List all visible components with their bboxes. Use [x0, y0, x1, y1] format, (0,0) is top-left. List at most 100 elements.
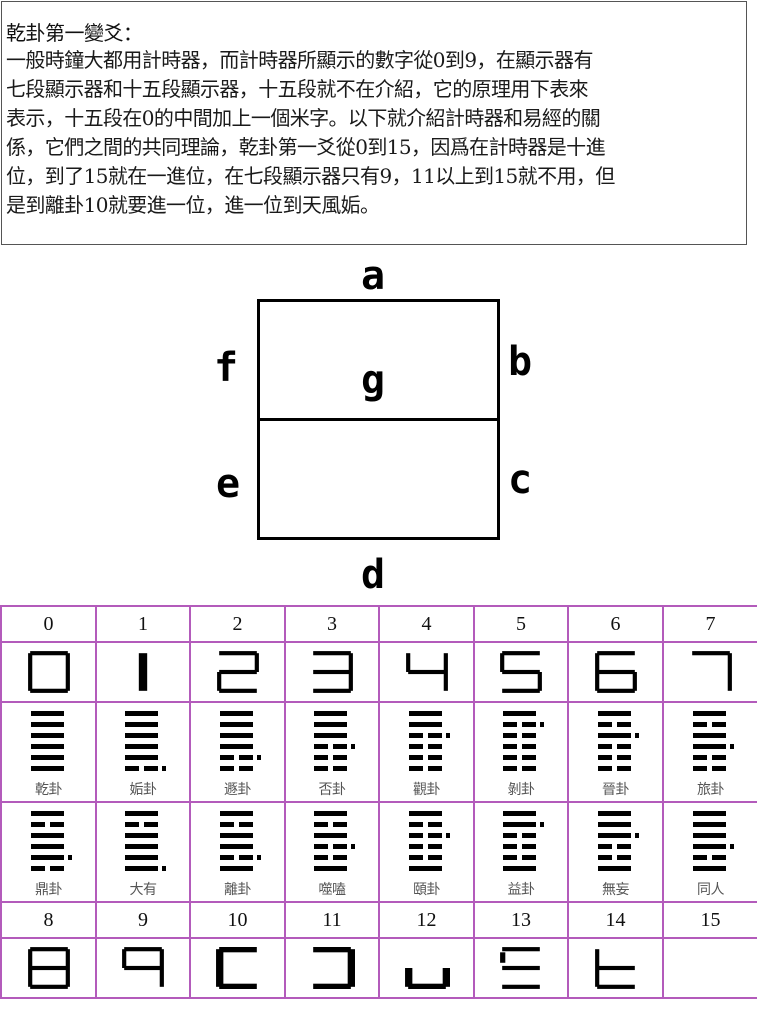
hexagram-icon — [491, 711, 551, 777]
seven-segment-digit-icon — [313, 651, 353, 693]
seven-segment-diagram: a b c d e f g — [200, 250, 560, 605]
hexagram-cell: 觀卦 — [378, 701, 475, 803]
hexagram-icon — [302, 811, 362, 877]
hexagram-icon — [302, 711, 362, 777]
seven-segment-digit-icon — [313, 947, 355, 989]
intro-line: 位，到了15就在一進位，在七段顯示器只有9，11以上到15就不用，但 — [6, 164, 615, 188]
hexagram-cell: 無妄 — [567, 801, 664, 903]
seven-segment-digit-icon — [688, 947, 734, 989]
hexagram-row-2: 鼎卦大有離卦噬嗑頤卦益卦無妄同人 — [0, 801, 757, 903]
intro-line: 表示，十五段在0的中間加上一個米字。以下就介紹計時器和易經的關 — [6, 106, 601, 130]
hexagram-name: 益卦 — [507, 882, 536, 898]
changing-line-dot-icon — [729, 844, 734, 849]
segment-display-cell — [0, 937, 97, 999]
lower-segment-box — [257, 418, 500, 540]
segment-display-cell — [284, 641, 380, 703]
changing-line-dot-icon — [729, 744, 734, 749]
number-cell: 6 — [567, 605, 664, 643]
bottom-digit-row — [0, 937, 757, 999]
seven-segment-digit-icon — [405, 653, 448, 691]
segment-display-cell — [378, 937, 475, 999]
hexagram-name: 遯卦 — [224, 782, 252, 798]
changing-line-dot-icon — [351, 844, 355, 849]
hexagram-icon — [586, 811, 646, 877]
seven-segment-digit-icon — [122, 947, 164, 987]
hexagram-name: 大有 — [129, 882, 158, 898]
seven-segment-digit-icon — [594, 949, 635, 989]
changing-line-dot-icon — [445, 733, 450, 738]
hexagram-icon — [19, 811, 79, 877]
segment-label-g: g — [361, 357, 386, 403]
segment-display-cell — [284, 937, 380, 999]
seven-segment-digit-icon — [27, 947, 70, 989]
number-cell: 12 — [378, 901, 475, 939]
hexagram-icon — [208, 811, 268, 877]
changing-line-dot-icon — [67, 855, 72, 860]
hexagram-cell: 益卦 — [473, 801, 569, 903]
changing-line-dot-icon — [445, 833, 450, 838]
top-digit-row — [0, 641, 757, 703]
number-cell: 7 — [662, 605, 757, 643]
hexagram-cell: 乾卦 — [0, 701, 97, 803]
hexagram-icon — [397, 711, 457, 777]
intro-line: 是到離卦10就要進一位，進一位到天風姤。 — [6, 193, 380, 217]
hexagram-icon — [397, 811, 457, 877]
segment-display-cell — [473, 641, 569, 703]
segment-display-cell — [473, 937, 569, 999]
changing-line-dot-icon — [256, 755, 261, 760]
hexagram-name: 旅卦 — [697, 782, 725, 798]
changing-line-dot-icon — [162, 766, 166, 771]
segment-label-c: c — [508, 457, 533, 503]
hexagram-icon — [681, 711, 741, 777]
number-cell: 4 — [378, 605, 475, 643]
segment-display-cell — [0, 641, 97, 703]
hexagram-cell: 噬嗑 — [284, 801, 380, 903]
changing-line-dot-icon — [162, 866, 166, 871]
intro-text-box: 乾卦第一變爻： 一般時鐘大都用計時器，而計時器所顯示的數字從0到9，在顯示器有 … — [1, 1, 747, 245]
hexagram-name: 鼎卦 — [35, 882, 63, 898]
hexagram-name: 否卦 — [318, 782, 347, 798]
segment-label-a: a — [361, 253, 386, 299]
number-cell: 10 — [189, 901, 286, 939]
hexagram-icon — [19, 711, 79, 777]
hexagram-cell: 遯卦 — [189, 701, 286, 803]
changing-line-dot-icon — [634, 733, 639, 738]
changing-line-dot-icon — [634, 833, 639, 838]
number-cell: 13 — [473, 901, 569, 939]
seven-segment-digit-icon — [691, 651, 732, 691]
hexagram-name: 乾卦 — [35, 782, 63, 798]
changing-line-dot-icon — [351, 744, 355, 749]
hexagram-cell: 晉卦 — [567, 701, 664, 803]
seven-segment-digit-icon — [215, 947, 257, 989]
seven-segment-digit-icon — [216, 651, 259, 693]
hexagram-name: 噬嗑 — [318, 882, 347, 898]
seven-segment-digit-icon — [594, 651, 637, 693]
changing-line-dot-icon — [256, 855, 261, 860]
changing-line-dot-icon — [540, 822, 544, 827]
number-cell: 8 — [0, 901, 97, 939]
number-cell: 3 — [284, 605, 380, 643]
segment-display-cell — [378, 641, 475, 703]
hexagram-cell: 同人 — [662, 801, 757, 903]
number-cell: 14 — [567, 901, 664, 939]
seven-segment-digit-icon — [404, 968, 450, 989]
number-cell: 11 — [284, 901, 380, 939]
hexagram-icon — [113, 811, 173, 877]
hexagram-cell: 旅卦 — [662, 701, 757, 803]
hexagram-cell: 頤卦 — [378, 801, 475, 903]
intro-line: 七段顯示器和十五段顯示器，十五段就不在介紹，它的原理用下表來 — [6, 77, 589, 101]
hexagram-cell: 鼎卦 — [0, 801, 97, 903]
hexagram-icon — [491, 811, 551, 877]
hexagram-name: 頤卦 — [413, 882, 441, 898]
segment-label-f: f — [214, 345, 239, 391]
hexagram-name: 觀卦 — [413, 782, 441, 798]
number-cell: 15 — [662, 901, 757, 939]
segment-display-cell — [95, 937, 191, 999]
seven-segment-digit-icon — [138, 653, 148, 691]
number-cell: 0 — [0, 605, 97, 643]
hexagram-name: 剝卦 — [507, 782, 536, 798]
intro-title: 乾卦第一變爻： — [6, 21, 143, 45]
segment-display-cell — [662, 937, 757, 999]
